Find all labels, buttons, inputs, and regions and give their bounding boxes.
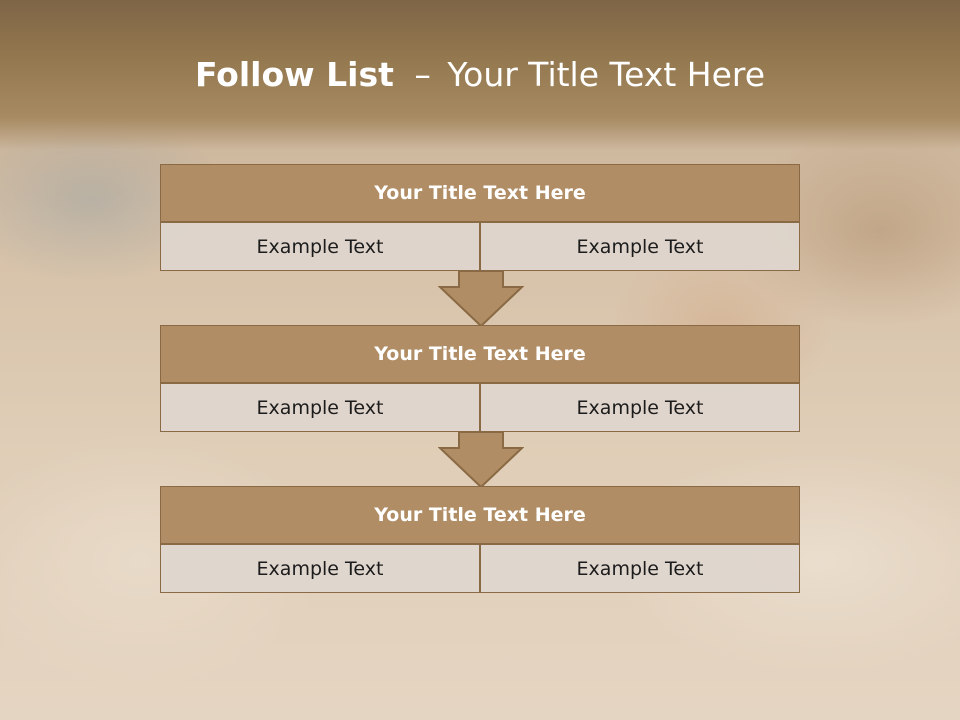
down-arrow-icon bbox=[438, 432, 524, 488]
step-title-1: Your Title Text Here bbox=[160, 164, 800, 222]
title-separator: – bbox=[414, 55, 431, 94]
slide-title: Follow List – Your Title Text Here bbox=[0, 52, 960, 98]
down-arrow-icon bbox=[438, 271, 524, 327]
step-title-2: Your Title Text Here bbox=[160, 325, 800, 383]
step-title-3: Your Title Text Here bbox=[160, 486, 800, 544]
step-cell-3-left: Example Text bbox=[160, 544, 480, 593]
title-text: Your Title Text Here bbox=[447, 55, 766, 94]
header-band bbox=[0, 0, 960, 150]
step-cell-2-right: Example Text bbox=[480, 383, 800, 432]
step-cell-3-right: Example Text bbox=[480, 544, 800, 593]
step-cell-1-left: Example Text bbox=[160, 222, 480, 271]
step-cell-2-left: Example Text bbox=[160, 383, 480, 432]
step-cell-1-right: Example Text bbox=[480, 222, 800, 271]
title-bold: Follow List bbox=[194, 55, 394, 94]
